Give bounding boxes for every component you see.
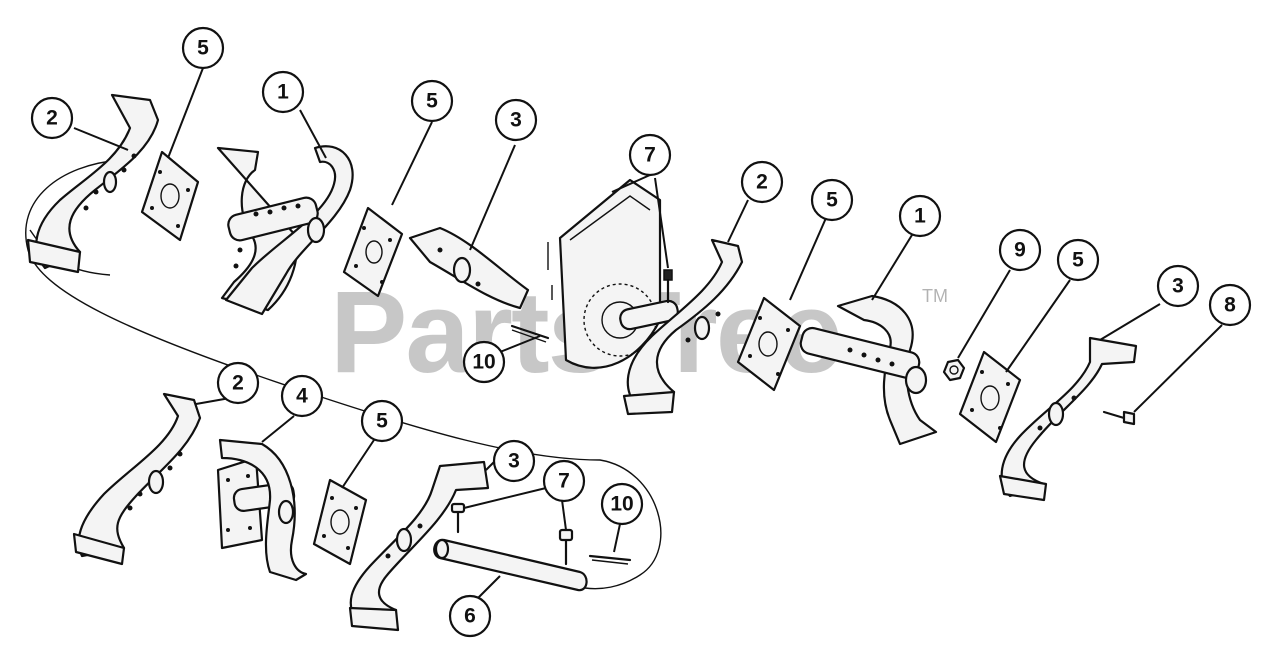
- callout-5: 5: [810, 178, 854, 222]
- tine-4-with-flange: [216, 438, 308, 582]
- svg-text:5: 5: [376, 410, 388, 433]
- tine-2-lower: [72, 392, 202, 566]
- callout-7: 7: [628, 133, 672, 177]
- svg-text:9: 9: [1014, 239, 1026, 262]
- callout-10: 10: [462, 340, 506, 384]
- trademark-mark: TM: [922, 286, 948, 306]
- svg-text:2: 2: [46, 107, 58, 130]
- gearbox-housing: [547, 178, 679, 369]
- svg-text:1: 1: [277, 81, 289, 104]
- bolt-8: [1102, 410, 1136, 426]
- mounting-plate-5-d: [958, 350, 1022, 444]
- callout-3: 3: [492, 439, 536, 483]
- clevis-pins-7-lower: [450, 502, 574, 566]
- svg-text:8: 8: [1224, 294, 1236, 317]
- cotter-pin-10-lower: [588, 554, 632, 565]
- svg-text:2: 2: [232, 372, 244, 395]
- svg-text:7: 7: [644, 144, 656, 167]
- svg-text:5: 5: [826, 189, 838, 212]
- leader-lines: [73, 67, 1223, 599]
- callout-1: 1: [261, 70, 305, 114]
- tine-2-upper-left: [26, 93, 160, 274]
- callout-4: 4: [280, 374, 324, 418]
- callout-2: 2: [30, 96, 74, 140]
- callout-5: 5: [410, 79, 454, 123]
- svg-text:4: 4: [296, 385, 308, 408]
- callout-7: 7: [542, 459, 586, 503]
- callout-2: 2: [216, 361, 260, 405]
- callout-9: 9: [998, 228, 1042, 272]
- svg-text:3: 3: [508, 450, 520, 473]
- callout-10: 10: [600, 482, 644, 526]
- callout-1: 1: [898, 194, 942, 238]
- tine-3-right: [998, 336, 1138, 502]
- tine-3-upper: [408, 226, 530, 310]
- axle-shaft-6: [433, 538, 588, 592]
- mounting-plate-5-c: [736, 296, 802, 392]
- svg-text:5: 5: [426, 90, 438, 113]
- svg-text:10: 10: [610, 493, 633, 516]
- svg-text:1: 1: [914, 205, 926, 228]
- mounting-plate-5-a: [140, 150, 200, 242]
- tine-3-lower: [348, 460, 490, 632]
- callout-2: 2: [740, 160, 784, 204]
- svg-text:7: 7: [558, 470, 570, 493]
- hex-nut-9: [942, 358, 966, 382]
- tine-1-with-hub-b: [799, 294, 938, 446]
- tine-1-with-hub-a: [216, 145, 354, 316]
- callout-8: 8: [1208, 283, 1252, 327]
- callout-5: 5: [1056, 238, 1100, 282]
- svg-text:10: 10: [472, 351, 495, 374]
- callout-6: 6: [448, 594, 492, 638]
- mounting-plate-5-e: [312, 478, 368, 566]
- svg-text:5: 5: [1072, 249, 1084, 272]
- callout-5: 5: [181, 26, 225, 70]
- callout-3: 3: [1156, 264, 1200, 308]
- svg-text:5: 5: [197, 37, 209, 60]
- svg-text:3: 3: [510, 109, 522, 132]
- tine-2-right: [622, 238, 744, 416]
- callout-3: 3: [494, 98, 538, 142]
- callout-5: 5: [360, 399, 404, 443]
- svg-text:3: 3: [1172, 275, 1184, 298]
- cotter-pin-10-upper: [510, 324, 550, 343]
- svg-text:2: 2: [756, 171, 768, 194]
- svg-text:6: 6: [464, 605, 476, 628]
- mounting-plate-5-b: [342, 206, 404, 298]
